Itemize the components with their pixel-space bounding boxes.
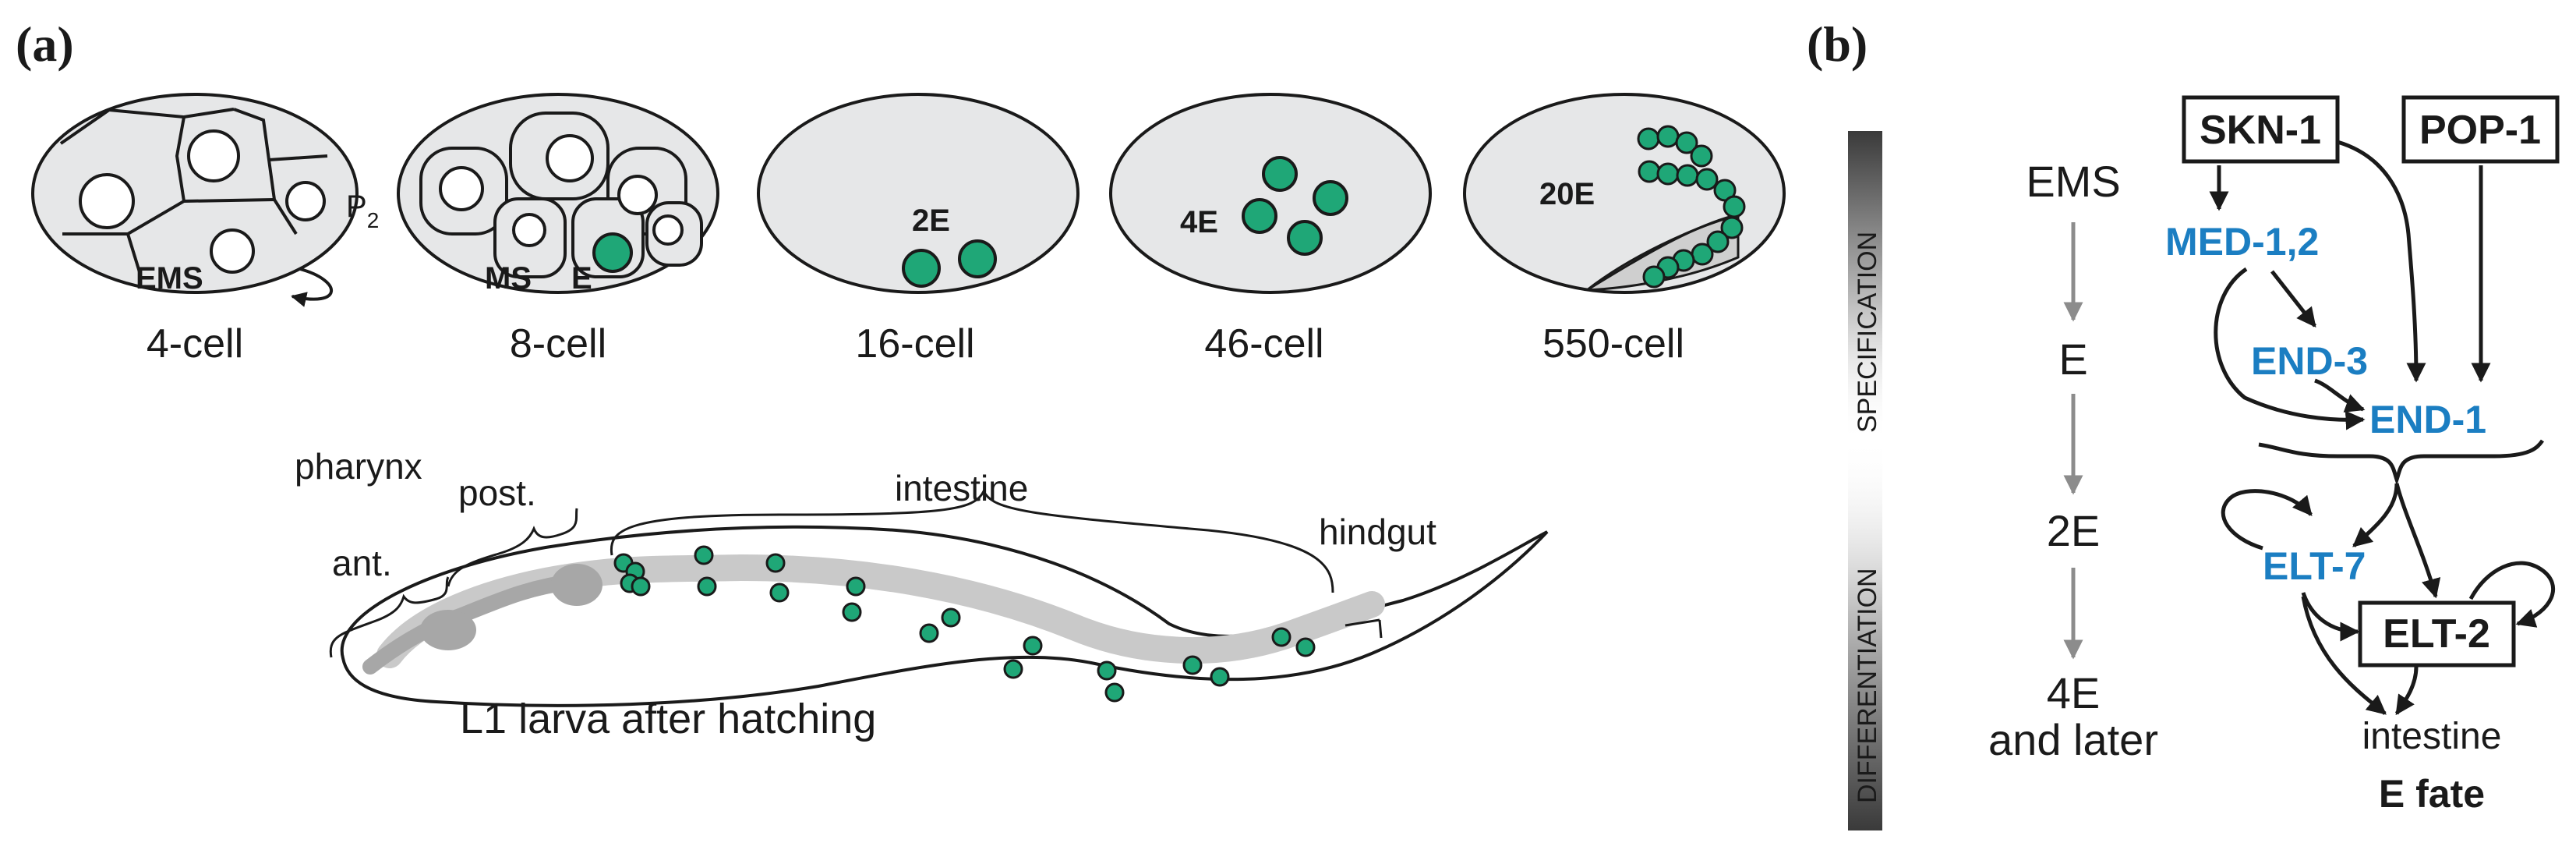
larva-caption: L1 larva after hatching [460, 696, 876, 742]
2e-label: 2E [912, 204, 950, 238]
lineage-ems: EMS [2026, 157, 2120, 206]
specification-bar [1848, 131, 1882, 443]
pop1-box [2401, 95, 2560, 164]
stage-label-4-cell: 4-cell [147, 321, 243, 367]
intestine-cells [613, 545, 1316, 703]
e-fate-label: E fate [2379, 772, 2485, 816]
end1-label: END-1 [2369, 398, 2486, 441]
panel-b: (b) SPECIFICATION DIFFERENTIATION EMS E … [1807, 16, 2560, 830]
stage-label-16-cell: 16-cell [855, 321, 974, 367]
lineage-2e: 2E [2047, 506, 2101, 555]
differentiation-bar [1848, 437, 1882, 830]
embryo-16-cell [757, 93, 1080, 294]
elt2-box [2358, 600, 2516, 668]
intestine-outcome: intestine [2362, 716, 2502, 757]
4e-label: 4E [1180, 205, 1218, 239]
lineage-4e: 4E [2047, 668, 2101, 717]
intestine-label: intestine [895, 468, 1028, 508]
pharynx-label: pharynx [295, 446, 422, 487]
skn1-label: SKN-1 [2200, 108, 2321, 153]
pop1-label: POP-1 [2419, 108, 2541, 153]
20e-label: 20E [1539, 177, 1595, 211]
elt7-label: ELT-7 [2263, 544, 2366, 588]
ms-label: MS [485, 261, 532, 296]
end3-label: END-3 [2251, 339, 2368, 383]
embryo-550-cell [1463, 93, 1786, 294]
stage-label-46-cell: 46-cell [1204, 321, 1323, 367]
p2-label: P2 [346, 189, 379, 232]
embryo-4-cell [31, 93, 359, 307]
differentiation-label: DIFFERENTIATION [1853, 568, 1882, 803]
elt2-label: ELT-2 [2383, 611, 2490, 657]
hindgut-label: hindgut [1319, 512, 1436, 552]
larva-braces [329, 488, 1334, 658]
post-label: post. [458, 473, 536, 513]
ant-label: ant. [332, 543, 392, 583]
stage-label-8-cell: 8-cell [510, 321, 606, 367]
embryo-8-cell [397, 93, 719, 294]
skn1-box [2182, 95, 2340, 164]
p2-label-sub: 2 [367, 208, 380, 232]
panel-b-label: (b) [1807, 16, 1868, 72]
ems-label: EMS [136, 261, 203, 296]
network-arrows [2209, 140, 2556, 716]
p2-label-base: P [346, 189, 367, 224]
embryo-46-cell [1109, 93, 1432, 294]
lineage-e: E [2058, 335, 2087, 384]
stage-label-550-cell: 550-cell [1542, 321, 1684, 367]
panel-a-label: (a) [16, 16, 74, 72]
e-label: E [571, 261, 592, 296]
specification-label: SPECIFICATION [1853, 232, 1882, 433]
med-label: MED-1,2 [2165, 220, 2319, 264]
lineage-and-later: and later [1988, 715, 2158, 764]
panel-a: (a) EMS P2 4-cell [16, 16, 1786, 742]
